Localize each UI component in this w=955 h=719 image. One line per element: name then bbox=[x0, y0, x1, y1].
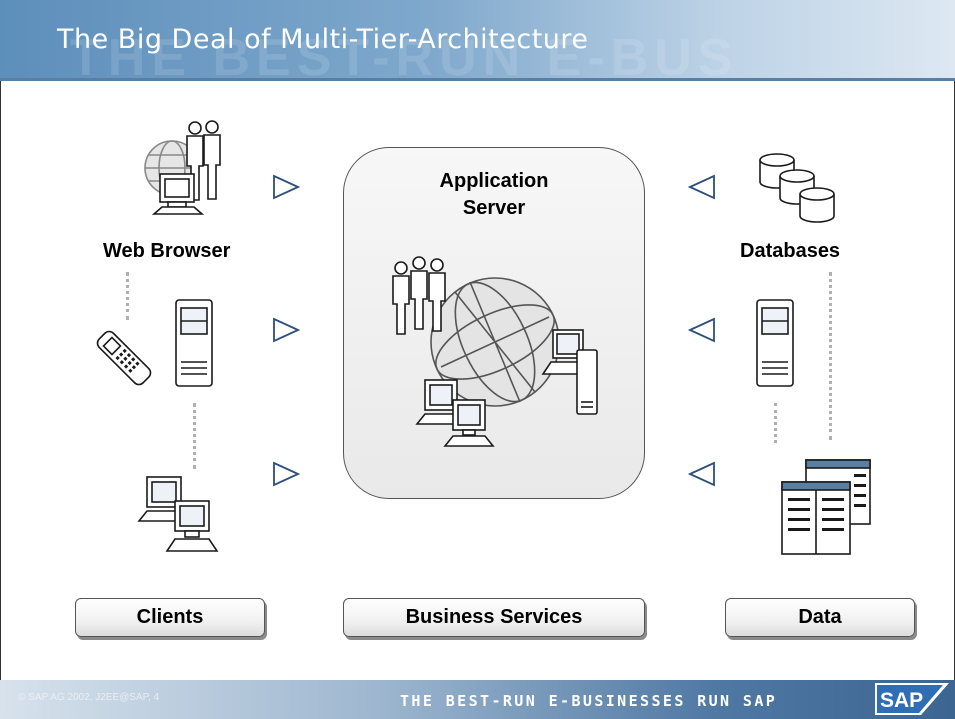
database-cylinders-icon bbox=[759, 153, 835, 223]
right-arrow-icon bbox=[273, 317, 300, 343]
sap-logo-text: SAP bbox=[880, 689, 923, 712]
business-services-tier-label: Business Services bbox=[343, 598, 645, 637]
data-tier-label: Data bbox=[725, 598, 915, 637]
server-tower-icon bbox=[175, 299, 213, 387]
users-globe-workstation-icon bbox=[144, 120, 221, 215]
slide-header: THE BEST-RUN E-BUS The Big Deal of Multi… bbox=[0, 0, 955, 78]
application-server-illustration bbox=[392, 256, 598, 447]
data-tables-icon bbox=[781, 459, 871, 555]
dotted-connector bbox=[193, 403, 196, 469]
slide-frame-left bbox=[0, 81, 1, 680]
footer-slogan: THE BEST-RUN E-BUSINESSES RUN SAP bbox=[400, 692, 778, 710]
application-server-label: Application Server bbox=[343, 168, 645, 222]
footer-copyright: © SAP AG 2002, J2EE@SAP, 4 bbox=[18, 692, 160, 703]
users-icon bbox=[392, 256, 446, 335]
left-arrow-icon bbox=[688, 174, 715, 200]
left-arrow-icon bbox=[688, 461, 715, 487]
dotted-connector bbox=[126, 272, 129, 320]
right-arrow-icon bbox=[273, 174, 300, 200]
server-tower-icon bbox=[756, 299, 794, 387]
networked-computers-icon bbox=[137, 476, 219, 552]
left-arrow-icon bbox=[688, 317, 715, 343]
slide-footer: © SAP AG 2002, J2EE@SAP, 4 THE BEST-RUN … bbox=[0, 680, 955, 719]
dotted-connector bbox=[829, 272, 832, 440]
right-arrow-icon bbox=[273, 461, 300, 487]
mobile-phone-icon bbox=[96, 330, 152, 386]
dotted-connector bbox=[774, 403, 777, 443]
web-browser-label: Web Browser bbox=[103, 240, 231, 262]
globe-icon bbox=[430, 277, 560, 407]
clients-tier-label: Clients bbox=[75, 598, 265, 637]
application-server-text: Application Server bbox=[439, 170, 549, 219]
header-watermark: THE BEST-RUN E-BUS bbox=[70, 29, 739, 78]
header-rule bbox=[0, 78, 955, 81]
databases-label: Databases bbox=[740, 240, 841, 262]
sap-logo: SAP bbox=[875, 683, 949, 715]
slide-title: The Big Deal of Multi-Tier-Architecture bbox=[57, 24, 589, 55]
